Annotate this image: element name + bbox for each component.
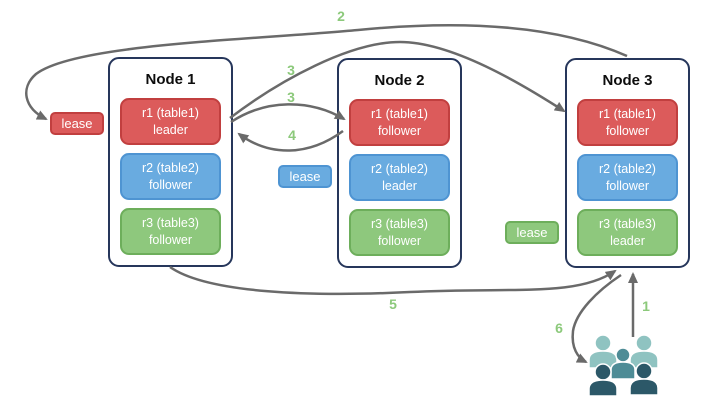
user-light-left-head: [594, 334, 612, 352]
replica-range-label: r3 (table3): [142, 216, 199, 231]
replica-role-label: follower: [377, 123, 422, 138]
replica-role-label: follower: [605, 123, 650, 138]
user-light-right-head: [635, 334, 653, 352]
replica-range-label: r1 (table1): [599, 107, 656, 122]
user-middle-head: [615, 347, 631, 363]
step-6-label: 6: [555, 320, 563, 336]
user-middle-body: [610, 361, 636, 380]
step-3-upper-label: 3: [287, 62, 295, 78]
lease-badge-table2: lease: [278, 165, 332, 188]
node3-replica-r2: r2 (table2) follower: [577, 154, 678, 201]
arrow-3-leader-to-node2: [230, 103, 346, 124]
replica-range-label: r3 (table3): [599, 217, 656, 232]
step-1-label: 1: [642, 298, 650, 314]
replica-role-label: leader: [382, 178, 417, 193]
replica-range-label: r2 (table2): [142, 161, 199, 176]
user-dark-right-head: [635, 362, 653, 380]
node-2-box: Node 2 r1 (table1) follower r2 (table2) …: [337, 58, 462, 268]
replica-range-label: r2 (table2): [371, 162, 428, 177]
node2-replica-r3: r3 (table3) follower: [349, 209, 450, 256]
user-dark-right-body: [629, 378, 659, 396]
replica-role-label: follower: [377, 233, 422, 248]
node-1-box: Node 1 r1 (table1) leader r2 (table2) fo…: [108, 57, 233, 267]
user-dark-left-head: [594, 363, 612, 381]
lease-badge-table1: lease: [50, 112, 104, 135]
step-2-label: 2: [337, 8, 345, 24]
lease-badge-table3: lease: [505, 221, 559, 244]
replica-range-label: r1 (table1): [142, 106, 199, 121]
replica-range-label: r3 (table3): [371, 217, 428, 232]
node2-replica-r1: r1 (table1) follower: [349, 99, 450, 146]
replica-role-label: leader: [153, 122, 188, 137]
step-3-lower-label: 3: [287, 89, 295, 105]
arrow-5-node1-to-gateway: [169, 265, 617, 296]
replica-role-label: leader: [610, 233, 645, 248]
replica-role-label: follower: [605, 178, 650, 193]
replica-role-label: follower: [148, 232, 193, 247]
step-4-label: 4: [288, 127, 296, 143]
replica-role-label: follower: [148, 177, 193, 192]
node1-replica-r3: r3 (table3) follower: [120, 208, 221, 255]
node-2-title: Node 2: [374, 72, 425, 89]
user-light-right-body: [629, 350, 659, 369]
node-3-title: Node 3: [602, 72, 653, 89]
node3-replica-r3: r3 (table3) leader: [577, 209, 678, 256]
replica-range-label: r1 (table1): [371, 107, 428, 122]
node3-replica-r1: r1 (table1) follower: [577, 99, 678, 146]
user-dark-left-body: [588, 379, 618, 397]
node1-replica-r1: r1 (table1) leader: [120, 98, 221, 145]
node-3-box: Node 3 r1 (table1) follower r2 (table2) …: [565, 58, 690, 268]
node1-replica-r2: r2 (table2) follower: [120, 153, 221, 200]
step-5-label: 5: [389, 296, 397, 312]
users-group-icon: [588, 334, 659, 397]
replica-range-label: r2 (table2): [599, 162, 656, 177]
node-1-title: Node 1: [145, 71, 196, 88]
node2-replica-r2: r2 (table2) leader: [349, 154, 450, 201]
